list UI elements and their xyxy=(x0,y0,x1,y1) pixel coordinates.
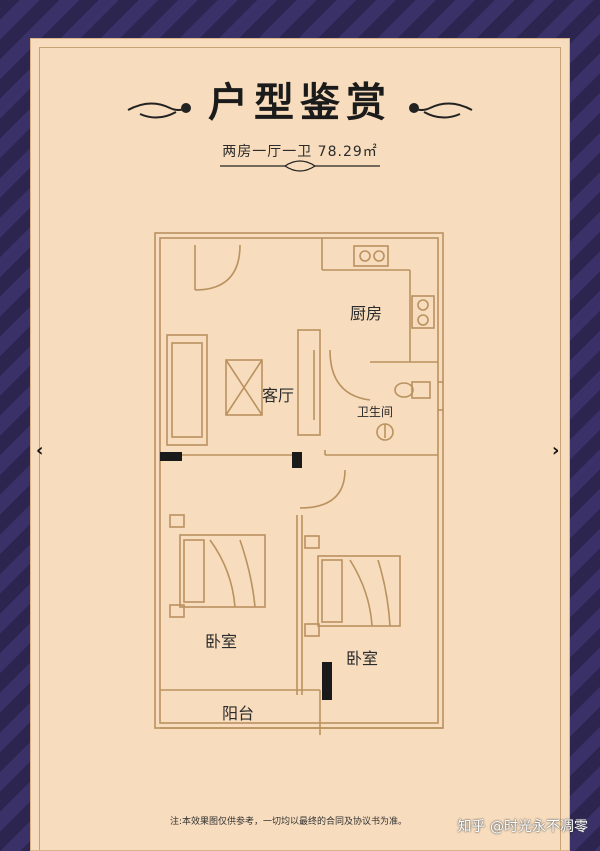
poster-inner-border xyxy=(39,47,561,850)
room-label-bedroom-right: 卧室 xyxy=(346,649,379,668)
room-label-bedroom-left: 卧室 xyxy=(205,632,238,651)
arrow-left-icon[interactable]: ‹ xyxy=(36,440,44,461)
room-label-kitchen: 厨房 xyxy=(350,304,383,323)
disclaimer-note: 注:本效果图仅供参考，一切均以最终的合同及协议书为准。 xyxy=(170,817,408,827)
page-subtitle: 两房一厅一卫 78.29㎡ xyxy=(222,144,378,160)
arrow-right-icon[interactable]: › xyxy=(552,440,560,461)
page-title: 户型鉴赏 xyxy=(208,79,392,126)
poster-card xyxy=(30,38,570,851)
room-label-balcony: 阳台 xyxy=(222,704,255,723)
watermark: 知乎 @时光永不凋零 xyxy=(457,819,588,835)
divider-ornament-icon xyxy=(220,160,380,172)
room-label-living: 客厅 xyxy=(262,386,295,405)
room-label-bathroom: 卫生间 xyxy=(357,405,394,419)
ornament-right-icon xyxy=(409,102,473,119)
ornament-left-icon xyxy=(127,102,191,119)
